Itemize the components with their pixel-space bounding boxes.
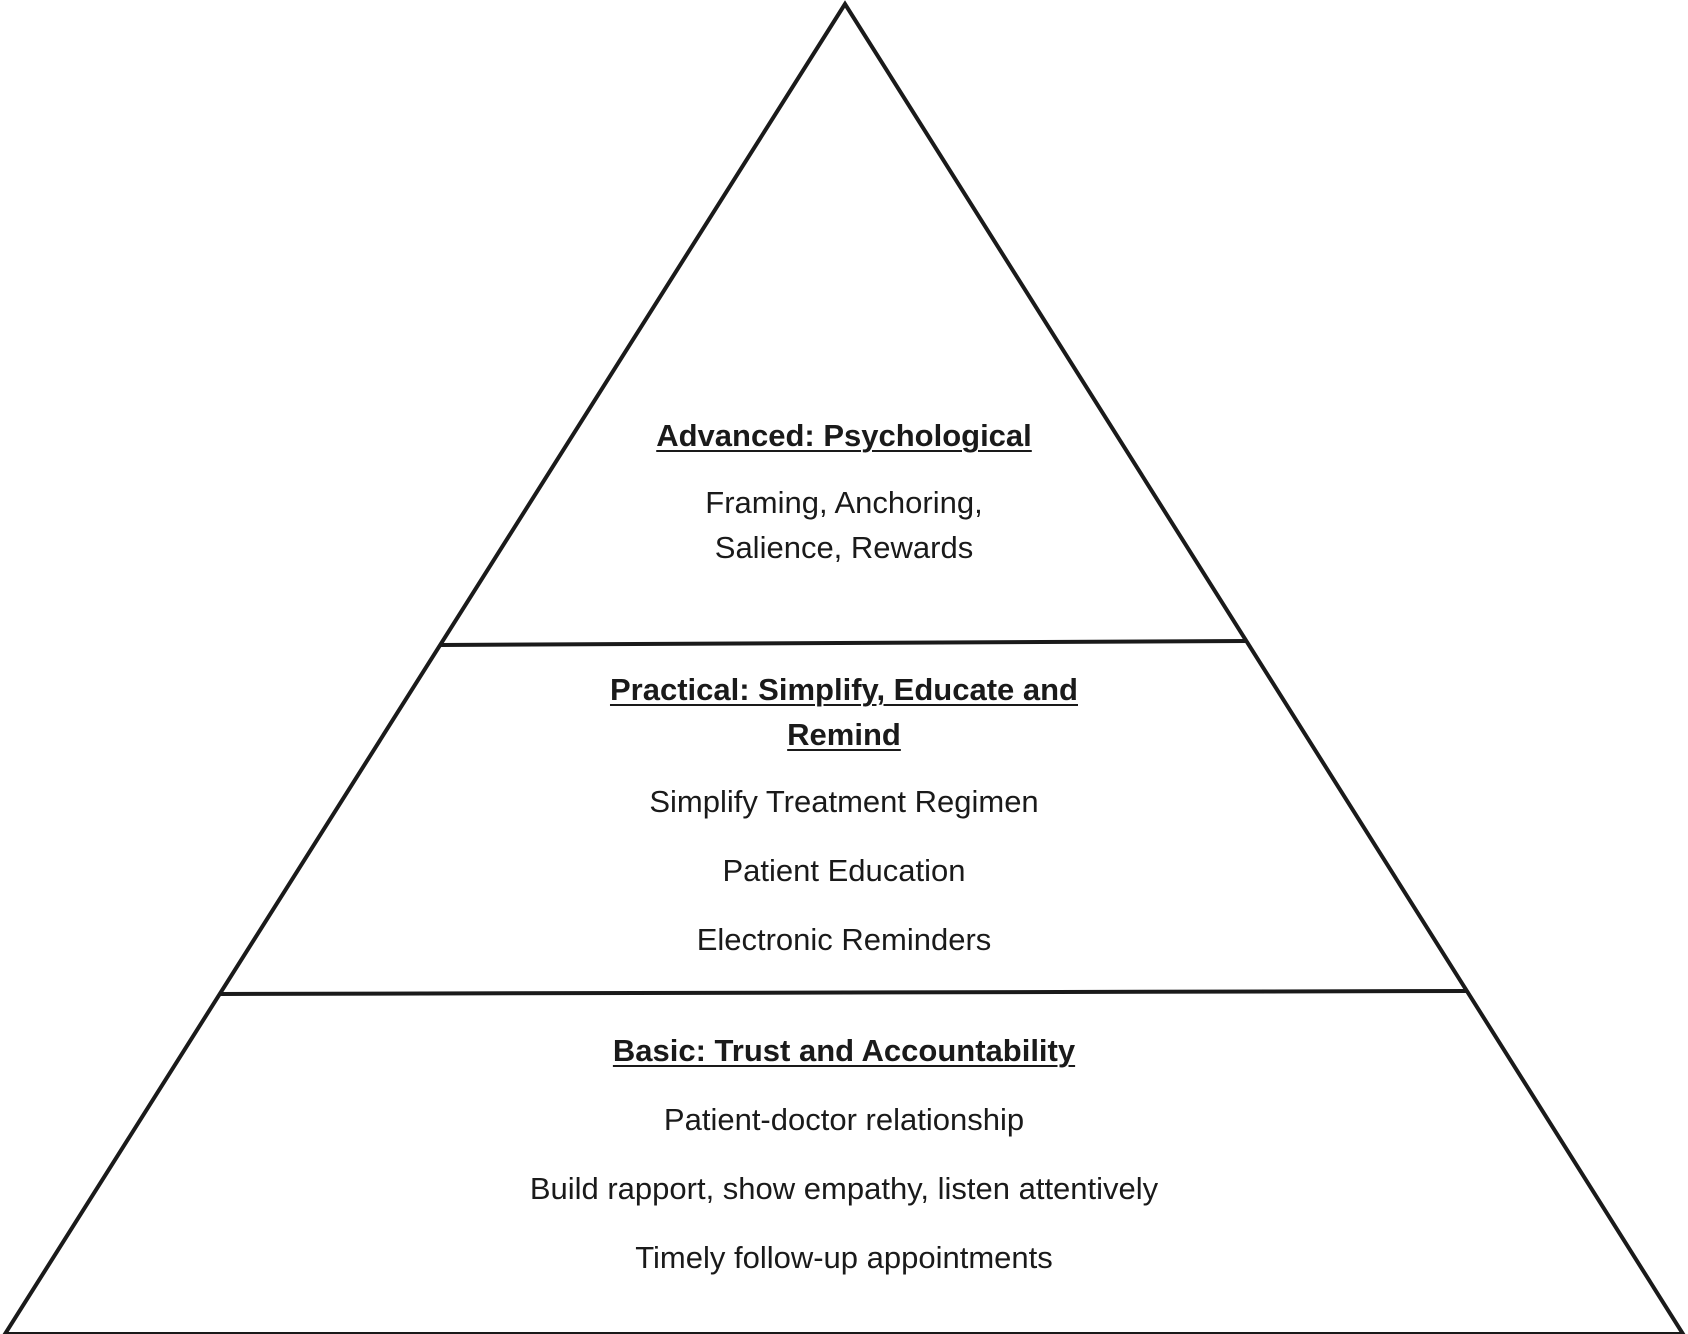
tier-divider-top	[439, 639, 1248, 647]
tier-advanced: Advanced: Psychological Framing, Anchori…	[0, 413, 1688, 570]
tier-basic-item: Build rapport, show empathy, listen atte…	[529, 1171, 1159, 1206]
tier-advanced-item: Framing, Anchoring,	[705, 485, 983, 520]
tier-divider-bottom	[219, 989, 1468, 996]
tier-basic-heading: Basic: Trust and Accountability	[612, 1033, 1076, 1068]
tier-basic-item: Patient-doctor relationship	[663, 1102, 1025, 1137]
tier-basic: Basic: Trust and Accountability Patient-…	[0, 1028, 1688, 1280]
tier-practical-heading: Remind	[787, 717, 901, 752]
tier-practical-item: Patient Education	[722, 853, 966, 888]
tier-practical-item: Electronic Reminders	[696, 922, 992, 957]
tier-advanced-heading: Advanced: Psychological	[656, 418, 1032, 453]
tier-practical-heading: Practical: Simplify, Educate and	[609, 672, 1078, 707]
tier-practical-item: Simplify Treatment Regimen	[649, 784, 1039, 819]
tier-advanced-item: Salience, Rewards	[714, 530, 974, 565]
tier-basic-item: Timely follow-up appointments	[635, 1240, 1053, 1275]
tier-practical: Practical: Simplify, Educate and Remind …	[0, 667, 1688, 962]
